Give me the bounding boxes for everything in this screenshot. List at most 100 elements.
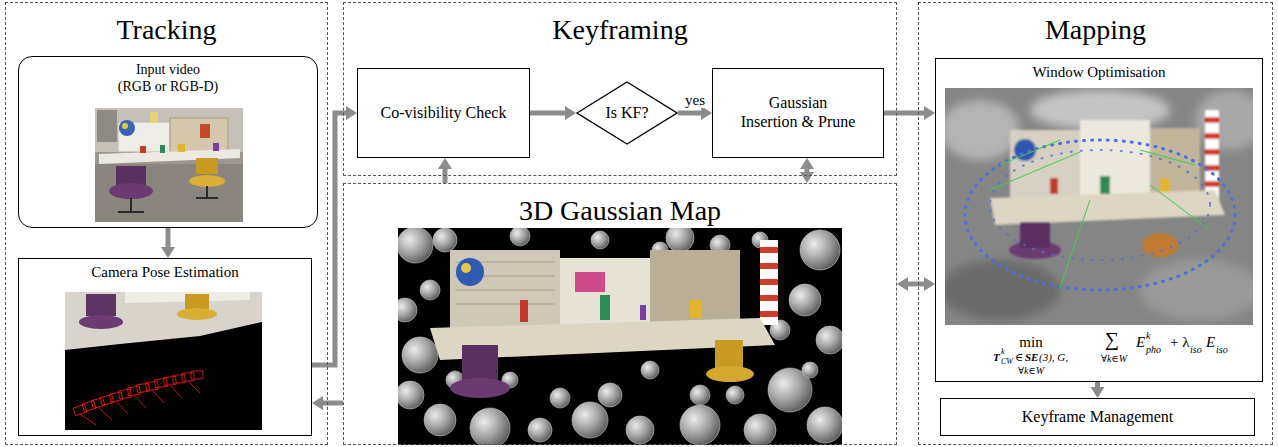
panel-title: Tracking [5, 13, 328, 46]
gaussian-map-render-part [706, 366, 754, 382]
process-box: Co-visibility Check [357, 68, 530, 158]
camera-trajectory-render-part-part [191, 371, 203, 379]
connector-arrow [312, 396, 343, 410]
window-optimisation-render-part-part [1142, 233, 1178, 257]
gaussian-map-render-part [760, 240, 778, 325]
connector-arrow [438, 158, 452, 183]
input-video-photo-part [95, 108, 243, 222]
formula-term: k [1001, 348, 1005, 356]
box-label: Keyframe Management [1022, 408, 1173, 427]
formula-term: E [1206, 335, 1215, 350]
window-optimisation-render-part-part [990, 152, 1080, 190]
arrow-head [1091, 387, 1105, 398]
decision-diamond-shape [577, 82, 677, 144]
gaussian-map-render-part-part [470, 408, 510, 445]
gaussian-map-render-part [450, 378, 510, 398]
camera-trajectory-render-part [86, 294, 116, 316]
window-optimisation-render-part [990, 110, 1225, 259]
window-optimisation-render-part [990, 150, 1210, 260]
box-label: (RGB or RGB-D) [19, 79, 317, 96]
decision-diamond: Is KF? [576, 81, 678, 145]
formula-term: T [993, 352, 1000, 363]
gaussian-map-render-part-part [420, 280, 440, 300]
gaussian-map-render-part-part [666, 228, 694, 252]
arrow-head [800, 158, 814, 169]
window-optimisation-render-part-part [1100, 176, 1110, 194]
gaussian-map-render-part [690, 300, 702, 318]
panel-title: Keyframing [343, 13, 897, 46]
camera-trajectory-render-part [65, 292, 262, 350]
camera-trajectory-render-part [65, 292, 262, 430]
edge-label: yes [683, 92, 707, 109]
formula-term: (3), G, [1039, 352, 1068, 363]
connector-arrow [800, 158, 814, 183]
process-box: Keyframe Management [940, 398, 1255, 436]
window-optimisation-render-part-part [1140, 260, 1253, 320]
gaussian-map-render-part-part [433, 228, 457, 252]
box-label: Window Optimisation [936, 64, 1262, 82]
camera-trajectory-render-part-part [182, 373, 195, 382]
gaussian-map-render-part-part [398, 381, 424, 409]
formula-term: k [1146, 331, 1150, 341]
formula-term: ∀k∈W [1018, 366, 1044, 376]
camera-trajectory-render-part-part [73, 404, 87, 415]
formula-term: min [1019, 335, 1042, 350]
camera-trajectory-render-part [185, 294, 209, 309]
connector-line [322, 401, 343, 406]
gaussian-map-render-part [461, 263, 471, 273]
stage-panel: 3D Gaussian Map [343, 183, 897, 445]
window-optimisation-render-part [945, 90, 1253, 320]
gaussian-map-render-part [760, 250, 778, 314]
input-video-photo-part [196, 158, 218, 174]
arrow-head [924, 106, 935, 120]
connector-line [443, 168, 448, 183]
window-optimisation-render-part [990, 140, 1210, 288]
gaussian-map-render-part-part [789, 284, 821, 316]
formula-term: ∈ [1015, 352, 1023, 363]
arrow-head [312, 396, 323, 410]
input-video-photo-part [119, 120, 135, 136]
camera-trajectory-render-part-part [173, 375, 186, 384]
formula-term: CW [1001, 358, 1013, 366]
camera-trajectory-render-part [73, 371, 203, 425]
input-video-photo-part [118, 122, 170, 152]
camera-trajectory-render-part-part [164, 376, 177, 385]
input-video-photo-part [95, 164, 243, 222]
gaussian-map-render-part [398, 228, 842, 445]
window-optimisation-render-part-part [990, 190, 1225, 225]
camera-trajectory-render-part-part [109, 392, 122, 402]
panel-title: 3D Gaussian Map [343, 194, 897, 227]
connector-arrow [161, 228, 175, 258]
stage-panel: KeyframingCo-visibility Check Is KF? Gauss… [343, 2, 897, 176]
window-optimisation-render-part-part [1060, 200, 1090, 288]
camera-trajectory-render-part [177, 308, 217, 320]
connector-arrow [312, 106, 357, 365]
input-video-photo-part [118, 198, 144, 212]
window-optimisation-render [945, 88, 1253, 325]
input-box: Input video(RGB or RGB-D) [18, 56, 318, 228]
gaussian-map-render-part-part [802, 362, 818, 378]
formula-term: pho [1146, 345, 1161, 355]
arrow-head [701, 106, 712, 120]
formula-term: ∑ [1105, 329, 1119, 349]
window-optimisation-render-part-part [945, 100, 1020, 160]
window-optimisation-render-part-part [1160, 178, 1170, 192]
gaussian-map-render-part [715, 340, 743, 368]
panel-title: Mapping [918, 13, 1273, 46]
gaussian-map-render-part-part [424, 404, 456, 436]
process-box: Gaussian Insertion & Prune [712, 68, 884, 158]
box-label: Co-visibility Check [381, 104, 507, 123]
gaussian-map-render-part-part [598, 383, 622, 407]
box-label: Camera Pose Estimation [19, 264, 311, 282]
gaussian-map-render-part [640, 305, 646, 320]
input-video-photo-part [160, 145, 165, 153]
input-video-photo-part [99, 149, 240, 164]
gaussian-map-render-part-part [800, 230, 840, 270]
camera-trajectory-render-part [79, 315, 123, 329]
gaussian-map-render-part-part [641, 361, 659, 379]
gaussian-map-render-part-part [744, 414, 776, 445]
formula-term: E [1136, 335, 1145, 350]
gaussian-map-render-part-part [572, 402, 608, 438]
formula-term: + λ [1170, 335, 1189, 350]
arrow-head [346, 106, 357, 120]
